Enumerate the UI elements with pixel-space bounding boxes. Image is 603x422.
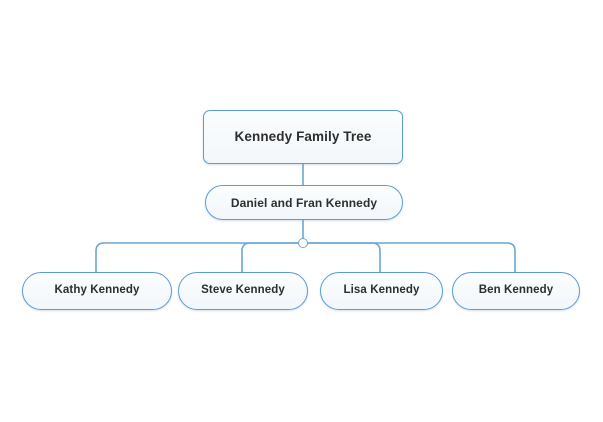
node-child-label: Kathy Kennedy [54,284,140,297]
node-parents-label: Daniel and Fran Kennedy [230,195,378,210]
branch-junction-node[interactable] [298,238,308,248]
connector-bus-right [302,242,516,273]
node-root-label: Kennedy Family Tree [234,129,372,145]
node-parents[interactable]: Daniel and Fran Kennedy [205,185,403,220]
node-child-steve-kennedy[interactable]: Steve Kennedy [178,272,308,310]
connector-bus-child-2 [302,242,381,273]
node-root[interactable]: Kennedy Family Tree [203,110,403,164]
node-child-ben-kennedy[interactable]: Ben Kennedy [452,272,580,310]
connector-bus-child-1 [241,242,304,273]
node-child-label: Lisa Kennedy [343,284,420,297]
node-child-lisa-kennedy[interactable]: Lisa Kennedy [320,272,443,310]
node-child-label: Ben Kennedy [478,284,554,297]
node-child-kathy-kennedy[interactable]: Kathy Kennedy [22,272,172,310]
node-child-label: Steve Kennedy [201,284,285,297]
connector-bus-left [95,242,304,273]
